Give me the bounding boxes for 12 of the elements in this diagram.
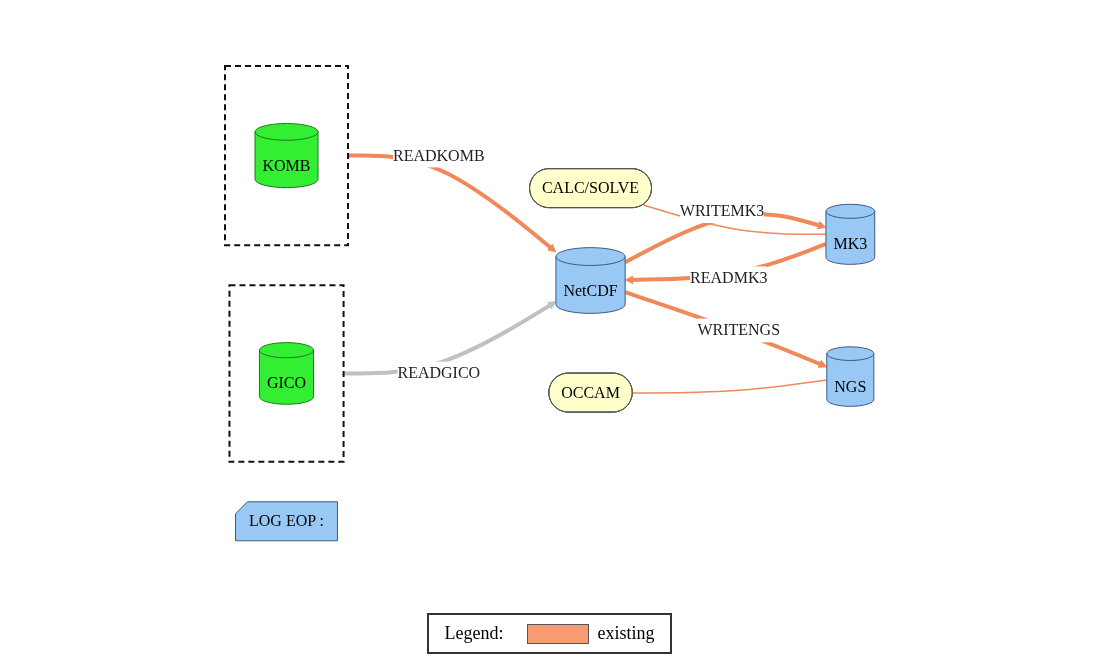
connector bbox=[631, 379, 828, 394]
edge-label: READKOMB bbox=[392, 146, 485, 164]
edge-label: READGICO bbox=[397, 364, 480, 382]
edge-label: WRITEMK3 bbox=[679, 202, 764, 220]
edge-label: WRITENGS bbox=[697, 321, 780, 339]
legend-title: Legend: bbox=[444, 623, 504, 644]
edge-label: READMK3 bbox=[689, 269, 768, 287]
cluster bbox=[228, 284, 345, 463]
cluster bbox=[223, 65, 349, 247]
arrow bbox=[624, 290, 827, 368]
legend-text: existing bbox=[597, 623, 655, 644]
connector bbox=[642, 204, 827, 236]
